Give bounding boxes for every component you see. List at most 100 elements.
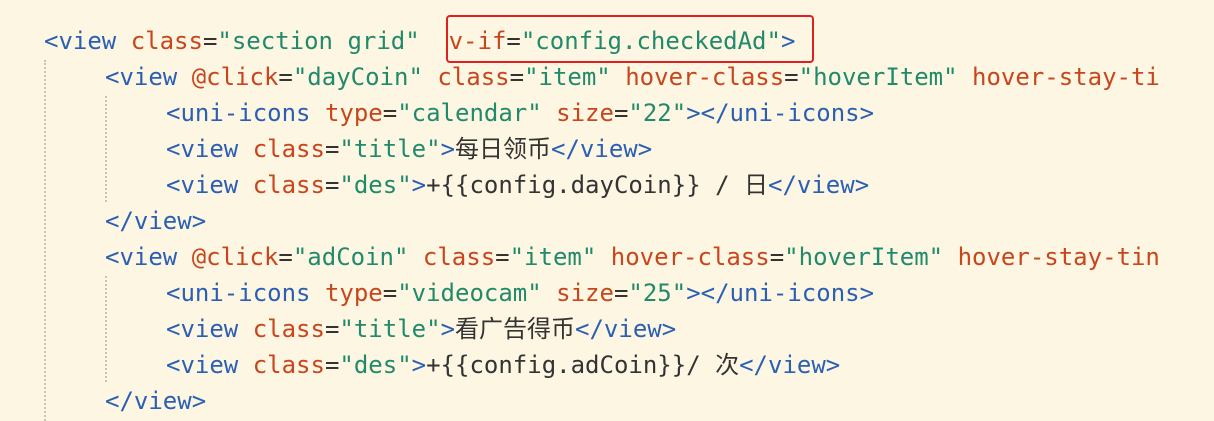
code-string: "item" bbox=[509, 243, 597, 271]
code-tag: <view bbox=[166, 171, 239, 199]
code-tag: <view bbox=[166, 315, 239, 343]
code-text bbox=[611, 63, 625, 91]
code-tag: > bbox=[411, 171, 427, 199]
code-string: "videocam" bbox=[397, 279, 542, 307]
code-tag: > bbox=[440, 135, 456, 163]
code-attribute: size bbox=[556, 279, 614, 307]
code-attribute: class bbox=[422, 243, 496, 271]
code-tag: > bbox=[440, 315, 456, 343]
code-attribute: size bbox=[556, 99, 614, 127]
code-string: "calendar" bbox=[397, 99, 542, 127]
code-tag: > bbox=[780, 27, 796, 55]
code-line[interactable]: <view class="section grid" v-if="config.… bbox=[44, 23, 795, 59]
code-punctuation: = bbox=[769, 243, 785, 271]
code-text bbox=[596, 243, 610, 271]
code-string: "adCoin" bbox=[292, 243, 409, 271]
indent-guide-level-1 bbox=[44, 60, 46, 421]
code-tag: ></uni-icons> bbox=[686, 279, 875, 307]
code-punctuation: = bbox=[324, 171, 340, 199]
code-string: "section grid" bbox=[217, 27, 420, 55]
code-attribute: class bbox=[252, 135, 325, 163]
code-attribute: type bbox=[324, 279, 383, 307]
code-string: "title" bbox=[339, 135, 441, 163]
annotation-highlight-box bbox=[446, 15, 814, 63]
code-punctuation: = bbox=[324, 135, 340, 163]
indent-guide-level-2 bbox=[105, 276, 107, 382]
code-line[interactable]: <view class="des">+{{config.dayCoin}} / … bbox=[166, 167, 869, 203]
code-text bbox=[311, 99, 325, 127]
code-tag: <view bbox=[105, 63, 178, 91]
code-punctuation: = bbox=[278, 63, 293, 91]
code-tag: <uni-icons bbox=[166, 279, 311, 307]
code-tag: > bbox=[411, 351, 427, 379]
code-tag: ></uni-icons> bbox=[686, 99, 875, 127]
code-punctuation: = bbox=[495, 243, 510, 271]
code-attribute: class bbox=[252, 171, 325, 199]
code-line[interactable]: <view @click="dayCoin" class="item" hove… bbox=[105, 59, 1160, 95]
code-string: "item" bbox=[524, 63, 611, 91]
code-tag: </view> bbox=[575, 315, 677, 343]
code-attribute: class bbox=[437, 63, 510, 91]
code-line[interactable]: <uni-icons type="calendar" size="22"></u… bbox=[166, 95, 874, 131]
code-attribute: hover-class bbox=[610, 243, 770, 271]
code-text bbox=[420, 27, 449, 55]
code-string: "22" bbox=[628, 99, 687, 127]
code-tag: <view bbox=[105, 243, 178, 271]
code-text: +{{config.adCoin}}/ 次 bbox=[426, 351, 740, 379]
code-punctuation: = bbox=[324, 315, 340, 343]
code-line[interactable]: <view class="des">+{{config.adCoin}}/ 次<… bbox=[166, 347, 840, 383]
code-line[interactable]: </view> bbox=[105, 203, 206, 239]
code-punctuation: = bbox=[382, 279, 398, 307]
code-text bbox=[943, 243, 957, 271]
code-string: "25" bbox=[628, 279, 687, 307]
code-line[interactable]: <uni-icons type="videocam" size="25"></u… bbox=[166, 275, 874, 311]
code-text bbox=[542, 279, 556, 307]
code-punctuation: = bbox=[324, 351, 340, 379]
code-tag: </view> bbox=[105, 207, 207, 235]
code-text: +{{config.dayCoin}} / 日 bbox=[426, 171, 768, 199]
code-text bbox=[542, 99, 556, 127]
code-punctuation: = bbox=[506, 27, 521, 55]
code-attribute: hover-stay-ti bbox=[972, 63, 1160, 91]
code-tag: </view> bbox=[105, 387, 207, 415]
code-attribute: class bbox=[252, 351, 325, 379]
code-tag: </view> bbox=[551, 135, 653, 163]
code-punctuation: = bbox=[613, 279, 629, 307]
code-line[interactable]: <view class="title">看广告得币</view> bbox=[166, 311, 676, 347]
code-text bbox=[958, 63, 972, 91]
code-line[interactable]: <view class="title">每日领币</view> bbox=[166, 131, 652, 167]
code-punctuation: = bbox=[382, 99, 398, 127]
code-text bbox=[238, 135, 252, 163]
code-text bbox=[177, 63, 191, 91]
code-string: "hoverItem" bbox=[798, 63, 958, 91]
code-line[interactable]: <view @click="adCoin" class="item" hover… bbox=[105, 239, 1160, 275]
code-text bbox=[311, 279, 325, 307]
code-string: "config.checkedAd" bbox=[520, 27, 781, 55]
code-tag: <view bbox=[44, 27, 117, 55]
code-string: "hoverItem" bbox=[784, 243, 944, 271]
code-tag: </view> bbox=[768, 171, 870, 199]
indent-guide-level-2 bbox=[105, 96, 107, 202]
code-punctuation: = bbox=[784, 63, 799, 91]
code-attribute: @click bbox=[191, 63, 279, 91]
code-string: "title" bbox=[339, 315, 441, 343]
code-attribute: class bbox=[130, 27, 203, 55]
code-punctuation: = bbox=[202, 27, 218, 55]
code-string: "des" bbox=[339, 171, 412, 199]
code-attribute: type bbox=[324, 99, 383, 127]
code-attribute: hover-class bbox=[625, 63, 785, 91]
code-text bbox=[238, 315, 252, 343]
code-tag: </view> bbox=[739, 351, 841, 379]
code-string: "des" bbox=[339, 351, 412, 379]
code-tag: <uni-icons bbox=[166, 99, 311, 127]
code-text bbox=[238, 171, 252, 199]
code-text: 每日领币 bbox=[455, 135, 552, 163]
code-attribute: hover-stay-tin bbox=[957, 243, 1160, 271]
code-punctuation: = bbox=[278, 243, 293, 271]
code-line[interactable]: </view> bbox=[105, 383, 206, 419]
code-attribute: class bbox=[252, 315, 325, 343]
code-punctuation: = bbox=[509, 63, 525, 91]
code-text bbox=[408, 243, 422, 271]
code-attribute: @click bbox=[191, 243, 279, 271]
